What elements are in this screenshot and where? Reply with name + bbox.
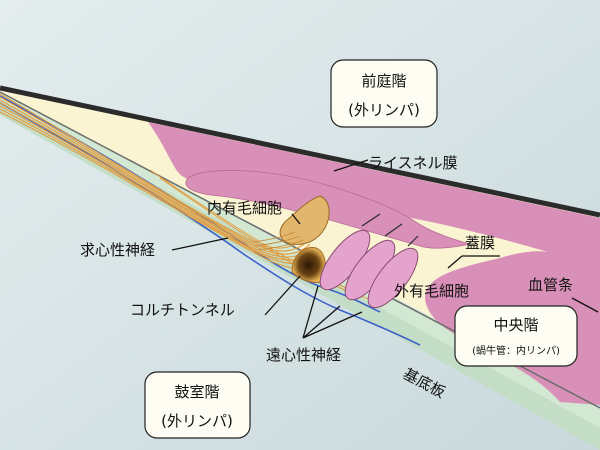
corti-tunnel-leader	[264, 275, 301, 316]
inner-hair-cell-fibers	[251, 231, 305, 251]
scala-tympani-sub-label: (外リンパ)	[161, 412, 233, 430]
inner-hair-cell-label: 内有毛細胞	[207, 199, 282, 217]
corti-tunnel-label: コルチトンネル	[130, 301, 235, 319]
scala-tympani-label: 鼓室階	[174, 383, 219, 401]
afferent-label: 求心性神経	[80, 241, 155, 259]
reissner-leader	[333, 159, 369, 172]
scala-vestibuli-sub-label: (外リンパ)	[348, 101, 420, 119]
efferent-label: 遠心性神経	[266, 346, 341, 364]
scala-tympani-box	[144, 371, 251, 439]
scala-vestibuli-label: 前庭階	[361, 72, 406, 90]
stria-leader	[571, 297, 599, 313]
reissners-membrane-line	[0, 85, 600, 218]
inner-hair-cell-leader	[291, 213, 301, 225]
efferent-leaders	[302, 285, 363, 339]
blue-lining-bottom	[0, 102, 421, 346]
stria-label: 血管条	[528, 276, 573, 294]
scala-media-label: 中央階	[493, 316, 538, 334]
outer-hair-cells	[319, 213, 419, 309]
scala-media-sub-label: (蝸牛管：内リンパ)	[472, 344, 560, 357]
reissner-label: ライスネル膜	[368, 154, 458, 172]
tectorial-label: 蓋膜	[465, 234, 495, 252]
outer-hair-cell-3	[367, 247, 419, 309]
corti-tunnel	[291, 246, 326, 283]
afferent-leader	[171, 237, 229, 251]
outer-hair-cell-label: 外有毛細胞	[394, 282, 469, 300]
scala-vestibuli-box	[330, 59, 438, 128]
scala-media-box	[454, 305, 578, 367]
tectorial-leader	[447, 255, 500, 269]
